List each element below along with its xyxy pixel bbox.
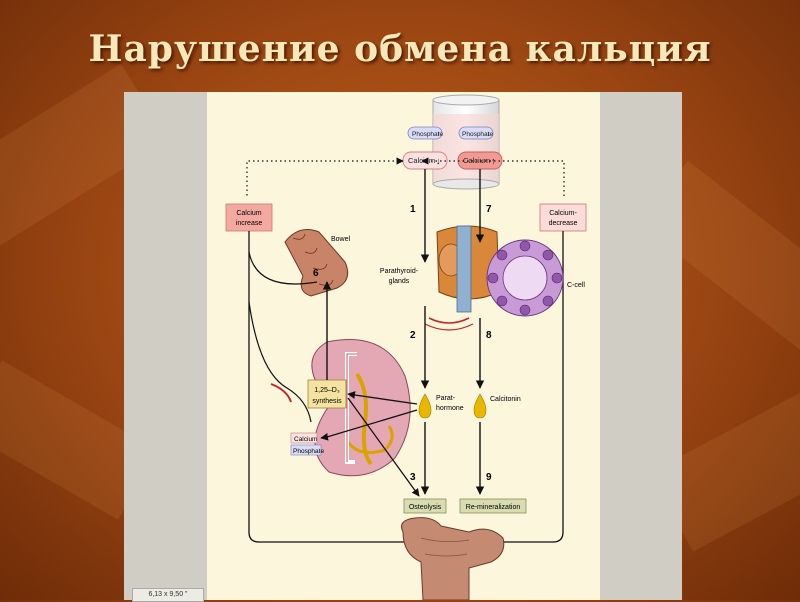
- vitamin-d-synthesis-box: 1,25–D₃ synthesis: [307, 379, 347, 409]
- parathyroid-label: Parathyroid- glands: [380, 268, 419, 285]
- loop-line-left: [248, 231, 407, 543]
- arrow-synthesis-to-osteolysis: [347, 397, 420, 497]
- svg-text:Phosphate: Phosphate: [412, 131, 443, 138]
- svg-text:Parat-: Parat-: [436, 395, 456, 402]
- svg-text:Phosphate: Phosphate: [462, 131, 493, 138]
- svg-text:C-cell: C-cell: [567, 282, 585, 289]
- calcitonin-drop-icon: [473, 393, 487, 419]
- calcium-decrease-box: Calcium- decrease: [539, 203, 587, 232]
- step-number: 6: [313, 268, 319, 279]
- svg-text:glands: glands: [389, 278, 410, 285]
- svg-text:increase: increase: [236, 220, 263, 227]
- renal-vessel: [270, 383, 292, 403]
- bowel-illustration: Bowel: [284, 229, 351, 297]
- arrow-parathormone-to-kidney: [320, 409, 418, 441]
- step-number: 1: [410, 204, 416, 215]
- document-viewer[interactable]: Phosphate ↑ Phosphate ↓ Calcium ↓ Calciu…: [124, 92, 682, 602]
- arrow-down-icon: ↓: [487, 131, 491, 138]
- arrow-down-icon: ↓: [436, 156, 441, 166]
- svg-text:Calcium: Calcium: [236, 210, 261, 217]
- document-page: Phosphate ↑ Phosphate ↓ Calcium ↓ Calciu…: [207, 92, 600, 600]
- calcitonin-label: Calcitonin: [490, 396, 521, 403]
- blood-cylinder: [432, 94, 500, 190]
- c-cell-illustration: C-cell: [486, 239, 585, 317]
- svg-text:Calcium-: Calcium-: [549, 210, 577, 217]
- svg-text:Re-mineralization: Re-mineralization: [466, 504, 521, 511]
- phosphate-level-right: Phosphate ↓: [458, 126, 493, 140]
- svg-text:Parathyroid-: Parathyroid-: [380, 268, 419, 275]
- svg-text:1,25–D₃: 1,25–D₃: [314, 387, 340, 394]
- osteolysis-box: Osteolysis: [403, 498, 447, 514]
- step-number: 7: [486, 204, 492, 215]
- arrow-up-icon: ↑: [491, 156, 496, 166]
- calcium-increase-box: Calcium increase: [225, 203, 273, 232]
- step-number: 8: [486, 330, 492, 341]
- bowel-to-loop-line: [248, 251, 318, 285]
- svg-text:synthesis: synthesis: [312, 398, 342, 405]
- parathormone-drop-icon: [418, 393, 432, 419]
- loop-line-right: [477, 231, 564, 543]
- svg-text:Osteolysis: Osteolysis: [409, 504, 442, 511]
- calcium-regulation-diagram: Phosphate ↑ Phosphate ↓ Calcium ↓ Calciu…: [225, 94, 587, 600]
- svg-text:Phosphate: Phosphate: [293, 448, 324, 455]
- parathyroid-glands-illustration: [424, 225, 500, 331]
- bone-illustration: [401, 517, 505, 600]
- parathormone-label: Parat- hormone: [436, 395, 464, 412]
- remineralization-box: Re-mineralization: [459, 498, 527, 514]
- arrow-parathormone-to-synthesis: [347, 391, 418, 405]
- step-number: 2: [410, 330, 416, 341]
- step-number: 3: [410, 472, 416, 483]
- step-number: 9: [486, 472, 492, 483]
- kidney-phosphate-tag: Phosphate: [290, 444, 324, 456]
- slide-title: Нарушение обмена кальция: [88, 28, 712, 70]
- feedback-dotted-left: [246, 157, 404, 196]
- kidney-calcium-tag: Calcium: [290, 432, 317, 444]
- phosphate-level-left: Phosphate ↑: [407, 126, 443, 140]
- svg-text:Bowel: Bowel: [331, 236, 351, 243]
- svg-text:hormone: hormone: [436, 405, 464, 412]
- loop-to-kidney-line: [248, 301, 312, 423]
- svg-text:decrease: decrease: [549, 220, 578, 227]
- svg-text:Calcium: Calcium: [294, 436, 317, 443]
- arrow-up-icon: ↑: [437, 131, 441, 138]
